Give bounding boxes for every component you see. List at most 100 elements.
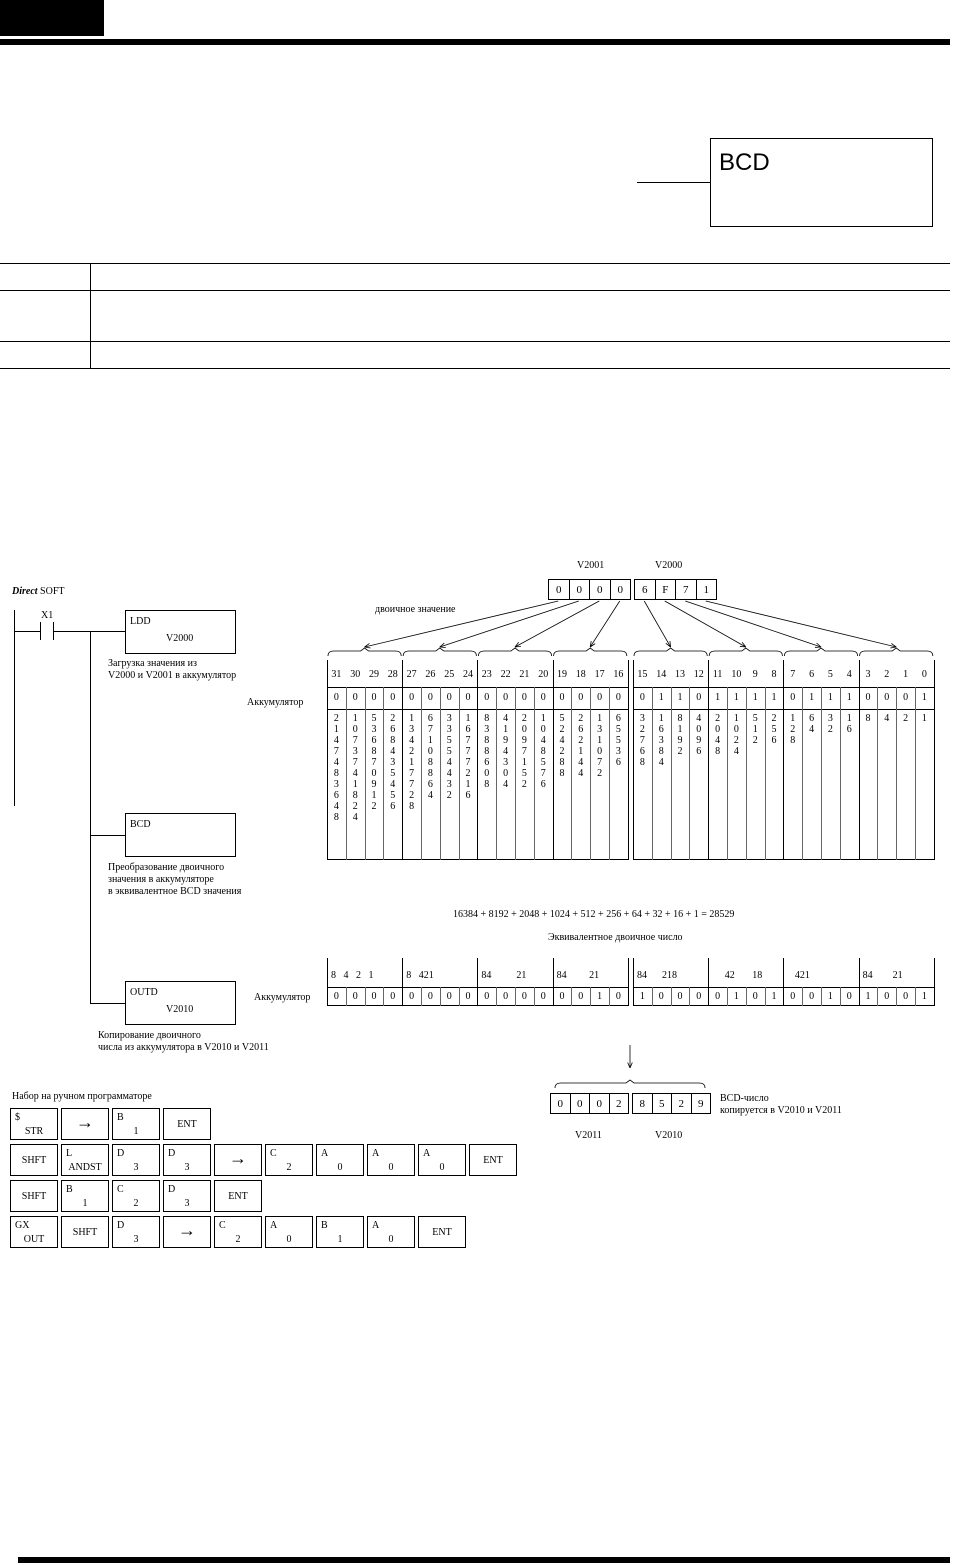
bit-weight: 2 [903,713,909,724]
keypad-key[interactable]: ENT [163,1108,211,1140]
footer-rule [18,1557,950,1563]
symbol-rung-line [637,182,710,183]
header-rule [0,39,950,45]
bit-weight: 8 3 8 8 6 0 8 [484,713,490,790]
key-bottom-label: 3 [184,1162,190,1173]
arrow-right-icon: → [229,1148,247,1168]
bcd-bit-value: 0 [465,991,471,1002]
bcd-bit-value: 0 [578,991,584,1002]
keypad-key[interactable]: $STR [10,1108,58,1140]
bit-weight: 1 0 2 4 [733,713,739,757]
group-brace [327,647,402,657]
register-digit-cell: 7 [675,579,697,600]
register-label-v2001: V2001 [577,560,605,571]
keypad-key[interactable]: → [163,1216,211,1248]
keypad-key[interactable]: SHFT [61,1216,109,1248]
key-bottom-label: 3 [133,1162,139,1173]
keypad-key[interactable]: ENT [214,1180,262,1212]
bit-value: 1 [827,692,833,703]
key-top-label: C [270,1148,277,1159]
bit-weight: 3 2 7 6 8 [639,713,645,768]
column-divider [364,687,366,860]
bit-weight: 1 0 7 3 7 4 1 8 2 4 [352,713,358,823]
column-divider [651,987,653,1006]
bit-value: 1 [733,692,739,703]
arrow-head [627,1062,631,1069]
register-digit-cell: 0 [548,579,570,600]
arrow-head [741,641,747,648]
bcd-bit-value: 0 [484,991,490,1002]
brand-rest: SOFT [40,586,65,597]
result-caption: BCD-число копируется в V2010 и V2011 [720,1093,842,1117]
arrow-right-icon: → [178,1220,196,1240]
column-divider [802,987,804,1006]
keypad-key[interactable]: SHFT [10,1180,58,1212]
key-bottom-label: 0 [286,1234,292,1245]
column-divider [627,660,629,860]
note-line: Загрузка значения из [108,658,197,669]
bcd-bit-value: 0 [446,991,452,1002]
register-digit-cell: 2 [671,1093,692,1114]
bcd-bit-value: 0 [427,991,433,1002]
key-top-label: D [117,1148,125,1159]
bit-weight: 2 0 9 7 1 5 2 [521,713,527,790]
keystrokes-title: Набор на ручном программаторе [12,1091,152,1102]
arrow-right-icon: → [76,1112,94,1132]
register-digit-cell: 0 [609,579,631,600]
bcd-bit-value: 1 [597,991,603,1002]
bit-value: 0 [333,692,339,703]
key-bottom-label: 2 [235,1234,241,1245]
keypad-key[interactable]: → [61,1108,109,1140]
bit-weight: 1 [921,713,927,724]
bit-number: 10 [731,669,742,680]
bit-value: 0 [903,692,909,703]
keypad-key[interactable]: ENT [418,1216,466,1248]
keypad-key[interactable]: ENT [469,1144,517,1176]
column-divider [708,660,710,860]
column-divider [327,958,328,987]
bit-weight: 1 0 4 8 5 7 6 [540,713,546,790]
group-brace [478,647,552,657]
keypad-key[interactable]: → [214,1144,262,1176]
bit-number: 3 [865,669,871,680]
column-divider [858,660,860,860]
bit-weight: 8 1 9 2 [677,713,683,757]
key-top-label: A [372,1148,380,1159]
bit-weight: 1 2 8 [790,713,796,746]
arrow-head [514,646,522,648]
bit-weight: 2 1 4 7 4 8 3 6 4 8 [333,713,339,823]
column-divider [689,687,691,860]
arrow-head [816,642,822,648]
keypad-key[interactable]: SHFT [10,1144,58,1176]
bit-number: 23 [481,669,492,680]
register-digit-cell: 2 [608,1093,629,1114]
column-divider [783,958,785,1006]
key-top-label: GX [15,1220,30,1231]
key-label: ENT [483,1155,503,1166]
key-bottom-label: 1 [82,1198,88,1209]
group-brace [708,647,783,657]
arrow-head [739,645,746,648]
ldd-op: LDD [130,616,151,627]
bit-number: 2 [884,669,890,680]
column-divider [515,687,516,860]
bcd-symbol-box: BCD [710,138,933,227]
column-divider [821,987,822,1006]
